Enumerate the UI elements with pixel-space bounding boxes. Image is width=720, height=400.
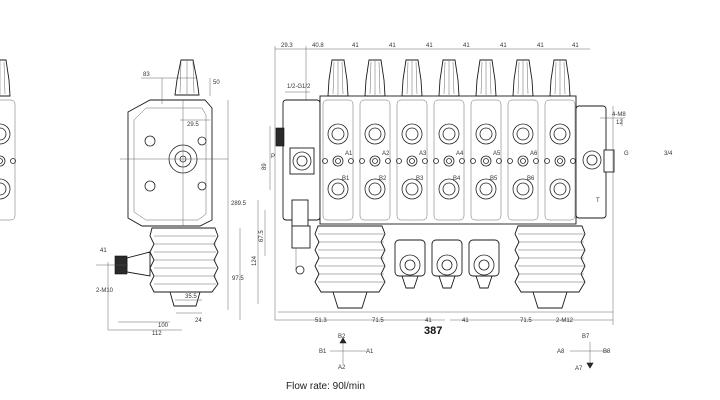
port-label-4-m8: 4-M8 xyxy=(612,112,626,118)
section-label-b6: B6 xyxy=(527,176,535,182)
dim-67-5: 67.5 xyxy=(259,230,265,242)
dim-top-40-8: 40.8 xyxy=(312,43,324,49)
port-label-g1-2: 1/2-G1/2 xyxy=(287,84,311,90)
dim-top-29-3: 29.3 xyxy=(281,43,293,49)
dim-bottom-41-a: 41 xyxy=(425,318,432,324)
section-label-a5: A5 xyxy=(493,151,501,157)
schematic-right xyxy=(570,342,608,369)
dim-top-41-d: 41 xyxy=(463,43,470,49)
section-label-b2: B2 xyxy=(379,176,387,182)
dim-top-41-g: 41 xyxy=(572,43,579,49)
schematic-right-b7: B7 xyxy=(582,334,590,340)
port-label-p: P xyxy=(271,154,275,160)
dim-top-41-a: 41 xyxy=(352,43,359,49)
section-label-a4: A4 xyxy=(456,151,464,157)
schematic-right-a7: A7 xyxy=(575,366,583,372)
dim-35-5: 35.5 xyxy=(185,294,197,300)
port-label-g: G xyxy=(624,151,629,157)
dim-124: 124 xyxy=(252,255,258,266)
schematic-right-b8: B8 xyxy=(603,349,611,355)
dim-bottom-71-5-b: 71.5 xyxy=(520,318,532,324)
schematic-right-a8: A8 xyxy=(557,349,565,355)
schematic-left-a1: A1 xyxy=(366,349,374,355)
section-label-a3: A3 xyxy=(419,151,427,157)
dim-112: 112 xyxy=(152,331,162,337)
spool-sections xyxy=(0,59,576,221)
dim-50: 50 xyxy=(213,80,220,86)
dim-top-41-b: 41 xyxy=(389,43,396,49)
dim-24: 24 xyxy=(195,318,202,324)
port-label-12: 12 xyxy=(616,120,623,126)
schematic-left-a2: A2 xyxy=(338,365,346,371)
dim-100: 100 xyxy=(158,323,169,329)
dim-2-m10: 2-M10 xyxy=(96,288,114,294)
section-label-a1: A1 xyxy=(345,151,353,157)
dim-bottom-2-m12: 2-M12 xyxy=(556,318,574,324)
side-view xyxy=(96,59,241,331)
section-label-b1: B1 xyxy=(342,176,350,182)
schematic-left-b1: B1 xyxy=(319,349,327,355)
section-label-b3: B3 xyxy=(416,176,424,182)
dim-83: 83 xyxy=(143,72,150,78)
dim-top-41-e: 41 xyxy=(500,43,507,49)
flow-rate-caption: Flow rate: 90l/min xyxy=(286,381,365,392)
dim-top-41-c: 41 xyxy=(426,43,433,49)
port-label-3-4: 3/4 xyxy=(664,151,673,157)
dim-29-5: 29.5 xyxy=(187,122,199,128)
dim-top-41-f: 41 xyxy=(537,43,544,49)
dim-97-5: 97.5 xyxy=(232,276,244,282)
dim-bottom-51-3: 51.3 xyxy=(315,318,327,324)
middle-caps xyxy=(394,239,500,289)
dim-41-left: 41 xyxy=(100,248,107,254)
dim-89: 89 xyxy=(262,163,268,170)
dim-bottom-41-b: 41 xyxy=(462,318,469,324)
schematic-left xyxy=(330,337,366,364)
bellows xyxy=(314,225,586,309)
section-label-a6: A6 xyxy=(530,151,538,157)
section-label-a2: A2 xyxy=(382,151,390,157)
port-label-t: T xyxy=(596,198,600,204)
section-label-b5: B5 xyxy=(490,176,498,182)
schematic-left-b2: B2 xyxy=(338,334,346,340)
dim-289-5: 289.5 xyxy=(231,201,247,207)
section-label-b4: B4 xyxy=(453,176,461,182)
total-length-label: 387 xyxy=(424,325,442,337)
dim-bottom-71-5-a: 71.5 xyxy=(372,318,384,324)
front-view xyxy=(0,46,625,325)
